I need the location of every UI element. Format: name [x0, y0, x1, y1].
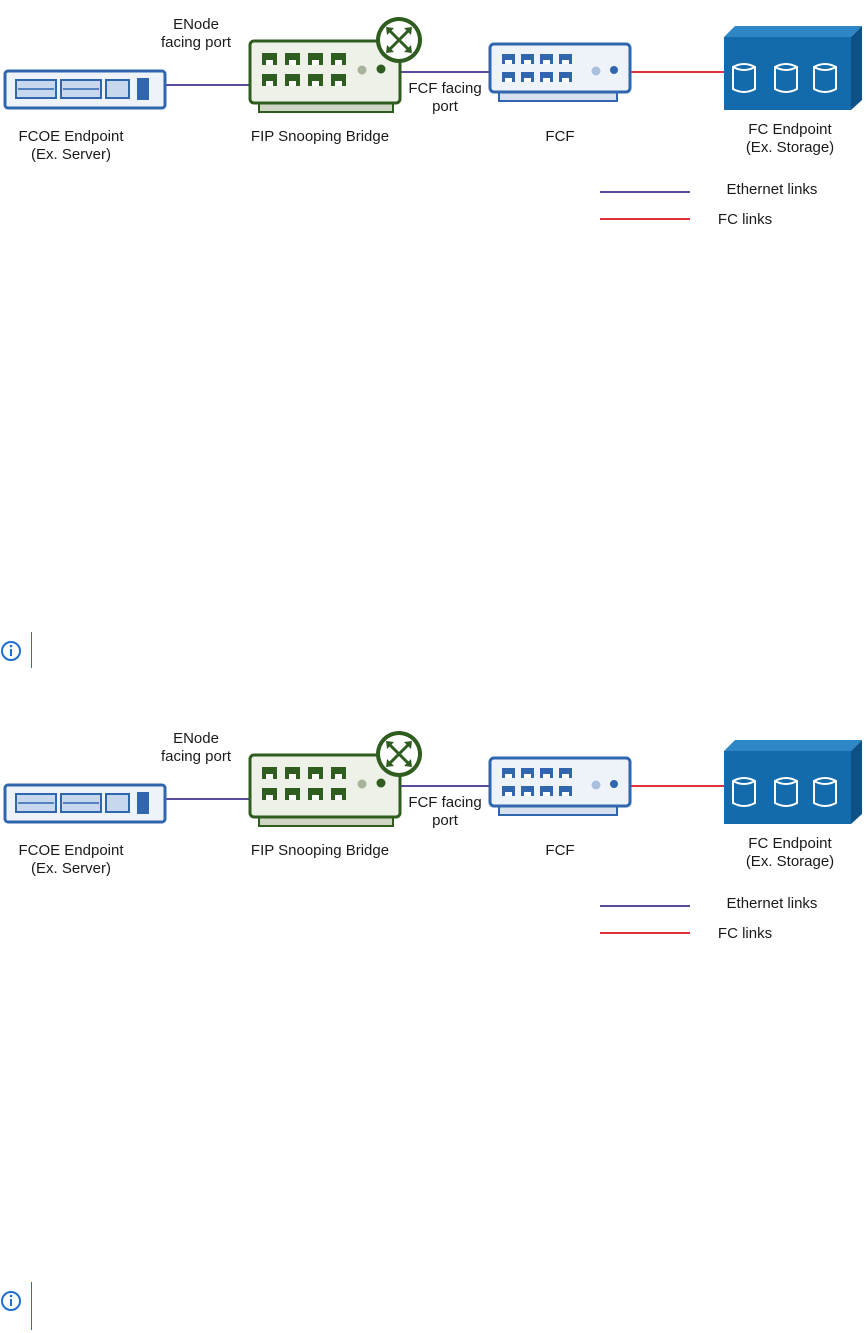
info-note-2	[0, 1282, 867, 1330]
fc-endpoint-storage-icon	[724, 740, 862, 824]
fcoe-endpoint-label: FCOE Endpoint (Ex. Server)	[18, 842, 124, 877]
enode-facing-port-label: ENode facing port	[160, 16, 232, 51]
fc-endpoint-storage-icon	[724, 26, 862, 110]
fcf-label: FCF	[545, 128, 575, 145]
legend-ethernet-label: Ethernet links	[726, 181, 818, 198]
fcoe-endpoint-server-icon	[3, 69, 167, 110]
fip-snooping-bridge-switch-icon	[248, 731, 422, 827]
legend-fc-label: FC links	[717, 925, 773, 942]
note-divider	[31, 632, 32, 668]
fip-snooping-bridge-label: FIP Snooping Bridge	[250, 128, 390, 145]
fip-snooping-bridge-label: FIP Snooping Bridge	[250, 842, 390, 859]
info-note-1	[0, 632, 867, 672]
fip-snooping-bridge-switch-icon	[248, 17, 422, 113]
network-diagram-2: ENode facing port FCF facing port FCOE E…	[0, 714, 867, 964]
enode-facing-port-label: ENode facing port	[160, 730, 232, 765]
diagram-1-artwork	[3, 17, 862, 220]
fcf-facing-port-label: FCF facing port	[408, 794, 482, 829]
network-diagram-1: ENode facing port FCF facing port FCOE E…	[0, 0, 867, 250]
fcf-facing-port-label: FCF facing port	[408, 80, 482, 115]
fcf-switch-icon	[488, 756, 632, 816]
legend-fc-label: FC links	[717, 211, 773, 228]
legend-ethernet-label: Ethernet links	[726, 895, 818, 912]
note-divider	[31, 1282, 32, 1330]
fcoe-endpoint-server-icon	[3, 783, 167, 824]
fc-endpoint-label: FC Endpoint (Ex. Storage)	[745, 835, 835, 870]
router-crossed-arrows-icon	[376, 17, 422, 63]
router-crossed-arrows-icon	[376, 731, 422, 777]
fcf-switch-icon	[488, 42, 632, 102]
info-icon	[1, 641, 21, 661]
fcoe-endpoint-label: FCOE Endpoint (Ex. Server)	[18, 128, 124, 163]
fc-endpoint-label: FC Endpoint (Ex. Storage)	[745, 121, 835, 156]
info-icon	[1, 1291, 21, 1311]
fcf-label: FCF	[545, 842, 575, 859]
diagram-2-artwork	[3, 731, 862, 934]
